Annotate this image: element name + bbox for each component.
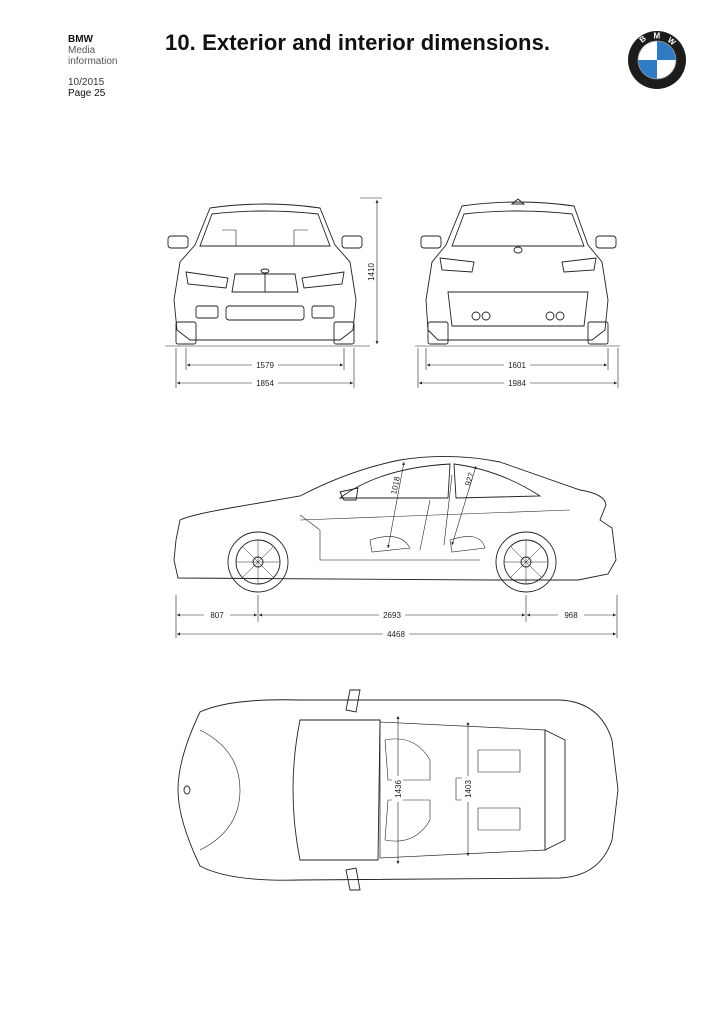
page-title: 10. Exterior and interior dimensions. (165, 30, 550, 56)
section-number: 10. (165, 30, 196, 55)
height-dimension (360, 197, 382, 344)
logo-letter-w: W (666, 35, 678, 47)
dim-headroom-front-label: 1018 (389, 475, 402, 495)
dim-rear-overhang-label: 968 (564, 611, 578, 620)
dim-front-track-label: 1579 (256, 361, 274, 370)
dim-length-label: 4468 (387, 630, 405, 639)
dim-wheelbase-label: 2693 (383, 611, 401, 620)
dim-height-label: 1410 (367, 263, 376, 281)
bmw-roundel-icon: B M W (628, 31, 686, 89)
section-title: Exterior and interior dimensions. (202, 30, 551, 55)
logo-letter-m: M (654, 32, 661, 41)
dim-shoulder-front-label: 1436 (394, 780, 403, 798)
rear-view (415, 198, 620, 347)
dim-front-overhang-label: 807 (210, 611, 224, 620)
brand-name: BMW (68, 34, 93, 45)
page-number: Page 25 (68, 88, 106, 99)
brand-subtitle-information: information (68, 56, 118, 67)
dim-rear-width-label: 1984 (508, 379, 526, 388)
brand-subtitle-media: Media (68, 45, 96, 56)
dim-rear-track-label: 1601 (508, 361, 526, 370)
logo-letter-b: B (638, 34, 648, 45)
document-date: 10/2015 (68, 77, 105, 88)
dim-shoulder-rear-label: 1403 (464, 780, 473, 798)
document-meta: BMW Media information 10/2015 Page 25 (68, 34, 117, 99)
dim-headroom-rear-label: 927 (463, 471, 476, 487)
front-view (165, 203, 370, 347)
dim-front-width-label: 1854 (256, 379, 274, 388)
